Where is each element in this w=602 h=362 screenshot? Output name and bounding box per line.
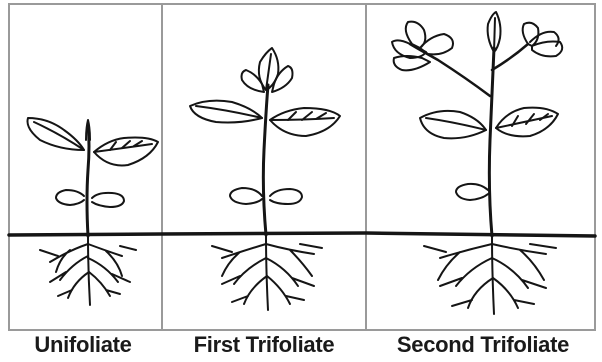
stage-label-unifoliate: Unifoliate <box>4 330 162 360</box>
roots <box>424 236 556 314</box>
unifoliate-leaf-right <box>496 108 558 137</box>
plant-second-trifoliate <box>392 12 562 314</box>
plant-unifoliate <box>28 118 159 305</box>
stem <box>489 48 494 236</box>
trifoliate-leaf <box>242 48 293 92</box>
plant-first-trifoliate <box>190 48 340 310</box>
roots <box>40 236 136 305</box>
stage-label-second-trifoliate: Second Trifoliate <box>366 330 600 360</box>
cotyledon-left <box>230 188 262 204</box>
unifoliate-leaf-left <box>420 111 486 138</box>
cotyledon-right <box>92 193 124 207</box>
unifoliate-leaf-right <box>270 108 340 136</box>
branch-left <box>410 44 490 96</box>
soil-line <box>9 233 595 236</box>
cotyledon-left <box>56 190 84 205</box>
stem <box>87 125 89 236</box>
unifoliate-leaf-left <box>190 101 262 123</box>
roots <box>212 235 322 310</box>
cotyledon-right <box>270 189 302 204</box>
stem <box>263 85 268 235</box>
cotyledon <box>456 184 488 200</box>
unifoliate-leaf-right <box>94 138 158 166</box>
second-trifoliate-leaf <box>488 12 563 56</box>
stage-label-first-trifoliate: First Trifoliate <box>162 330 366 360</box>
unifoliate-leaf-left <box>28 118 85 150</box>
